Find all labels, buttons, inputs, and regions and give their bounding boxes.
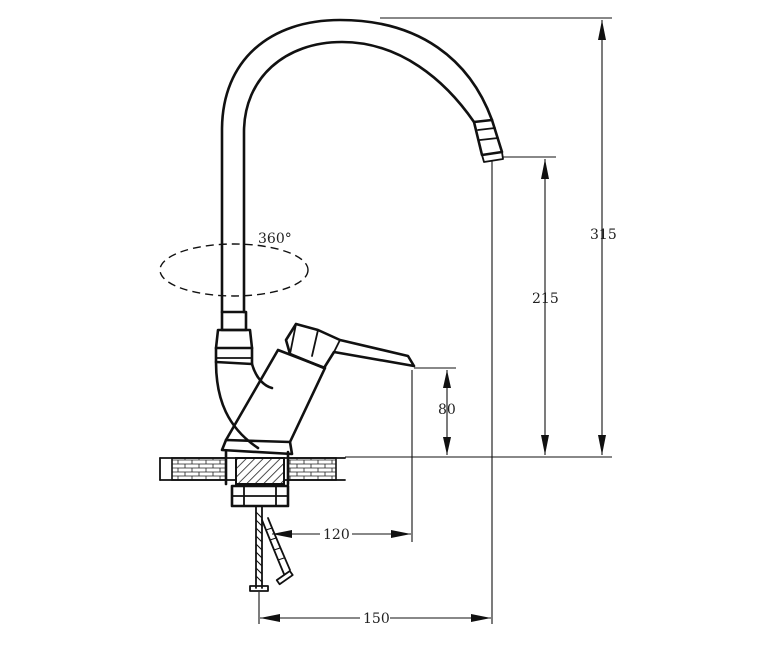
mounting-shank bbox=[224, 450, 290, 508]
dimension-height-total: 315 bbox=[590, 20, 617, 455]
dimension-reach-lever: 120 bbox=[272, 527, 411, 543]
dimension-height-spout: 215 bbox=[532, 159, 559, 455]
lever-handle bbox=[284, 322, 416, 370]
dimension-height-lever: 80 bbox=[438, 370, 456, 455]
spout-collar bbox=[214, 310, 254, 366]
extension-lines bbox=[258, 17, 612, 624]
dimension-label-80: 80 bbox=[438, 402, 456, 418]
dimension-reach-spout: 150 bbox=[260, 611, 491, 627]
rotation-label: 360° bbox=[258, 231, 292, 247]
supply-hoses bbox=[249, 505, 294, 592]
faucet-body bbox=[214, 348, 327, 456]
spout bbox=[220, 18, 504, 314]
dimension-label-120: 120 bbox=[323, 527, 350, 543]
rotation-ellipse bbox=[159, 243, 309, 297]
dimension-label-215: 215 bbox=[532, 291, 559, 307]
rotation-indicator: 360° bbox=[159, 231, 309, 297]
dimension-label-315: 315 bbox=[590, 227, 617, 243]
dimension-label-150: 150 bbox=[363, 611, 390, 627]
